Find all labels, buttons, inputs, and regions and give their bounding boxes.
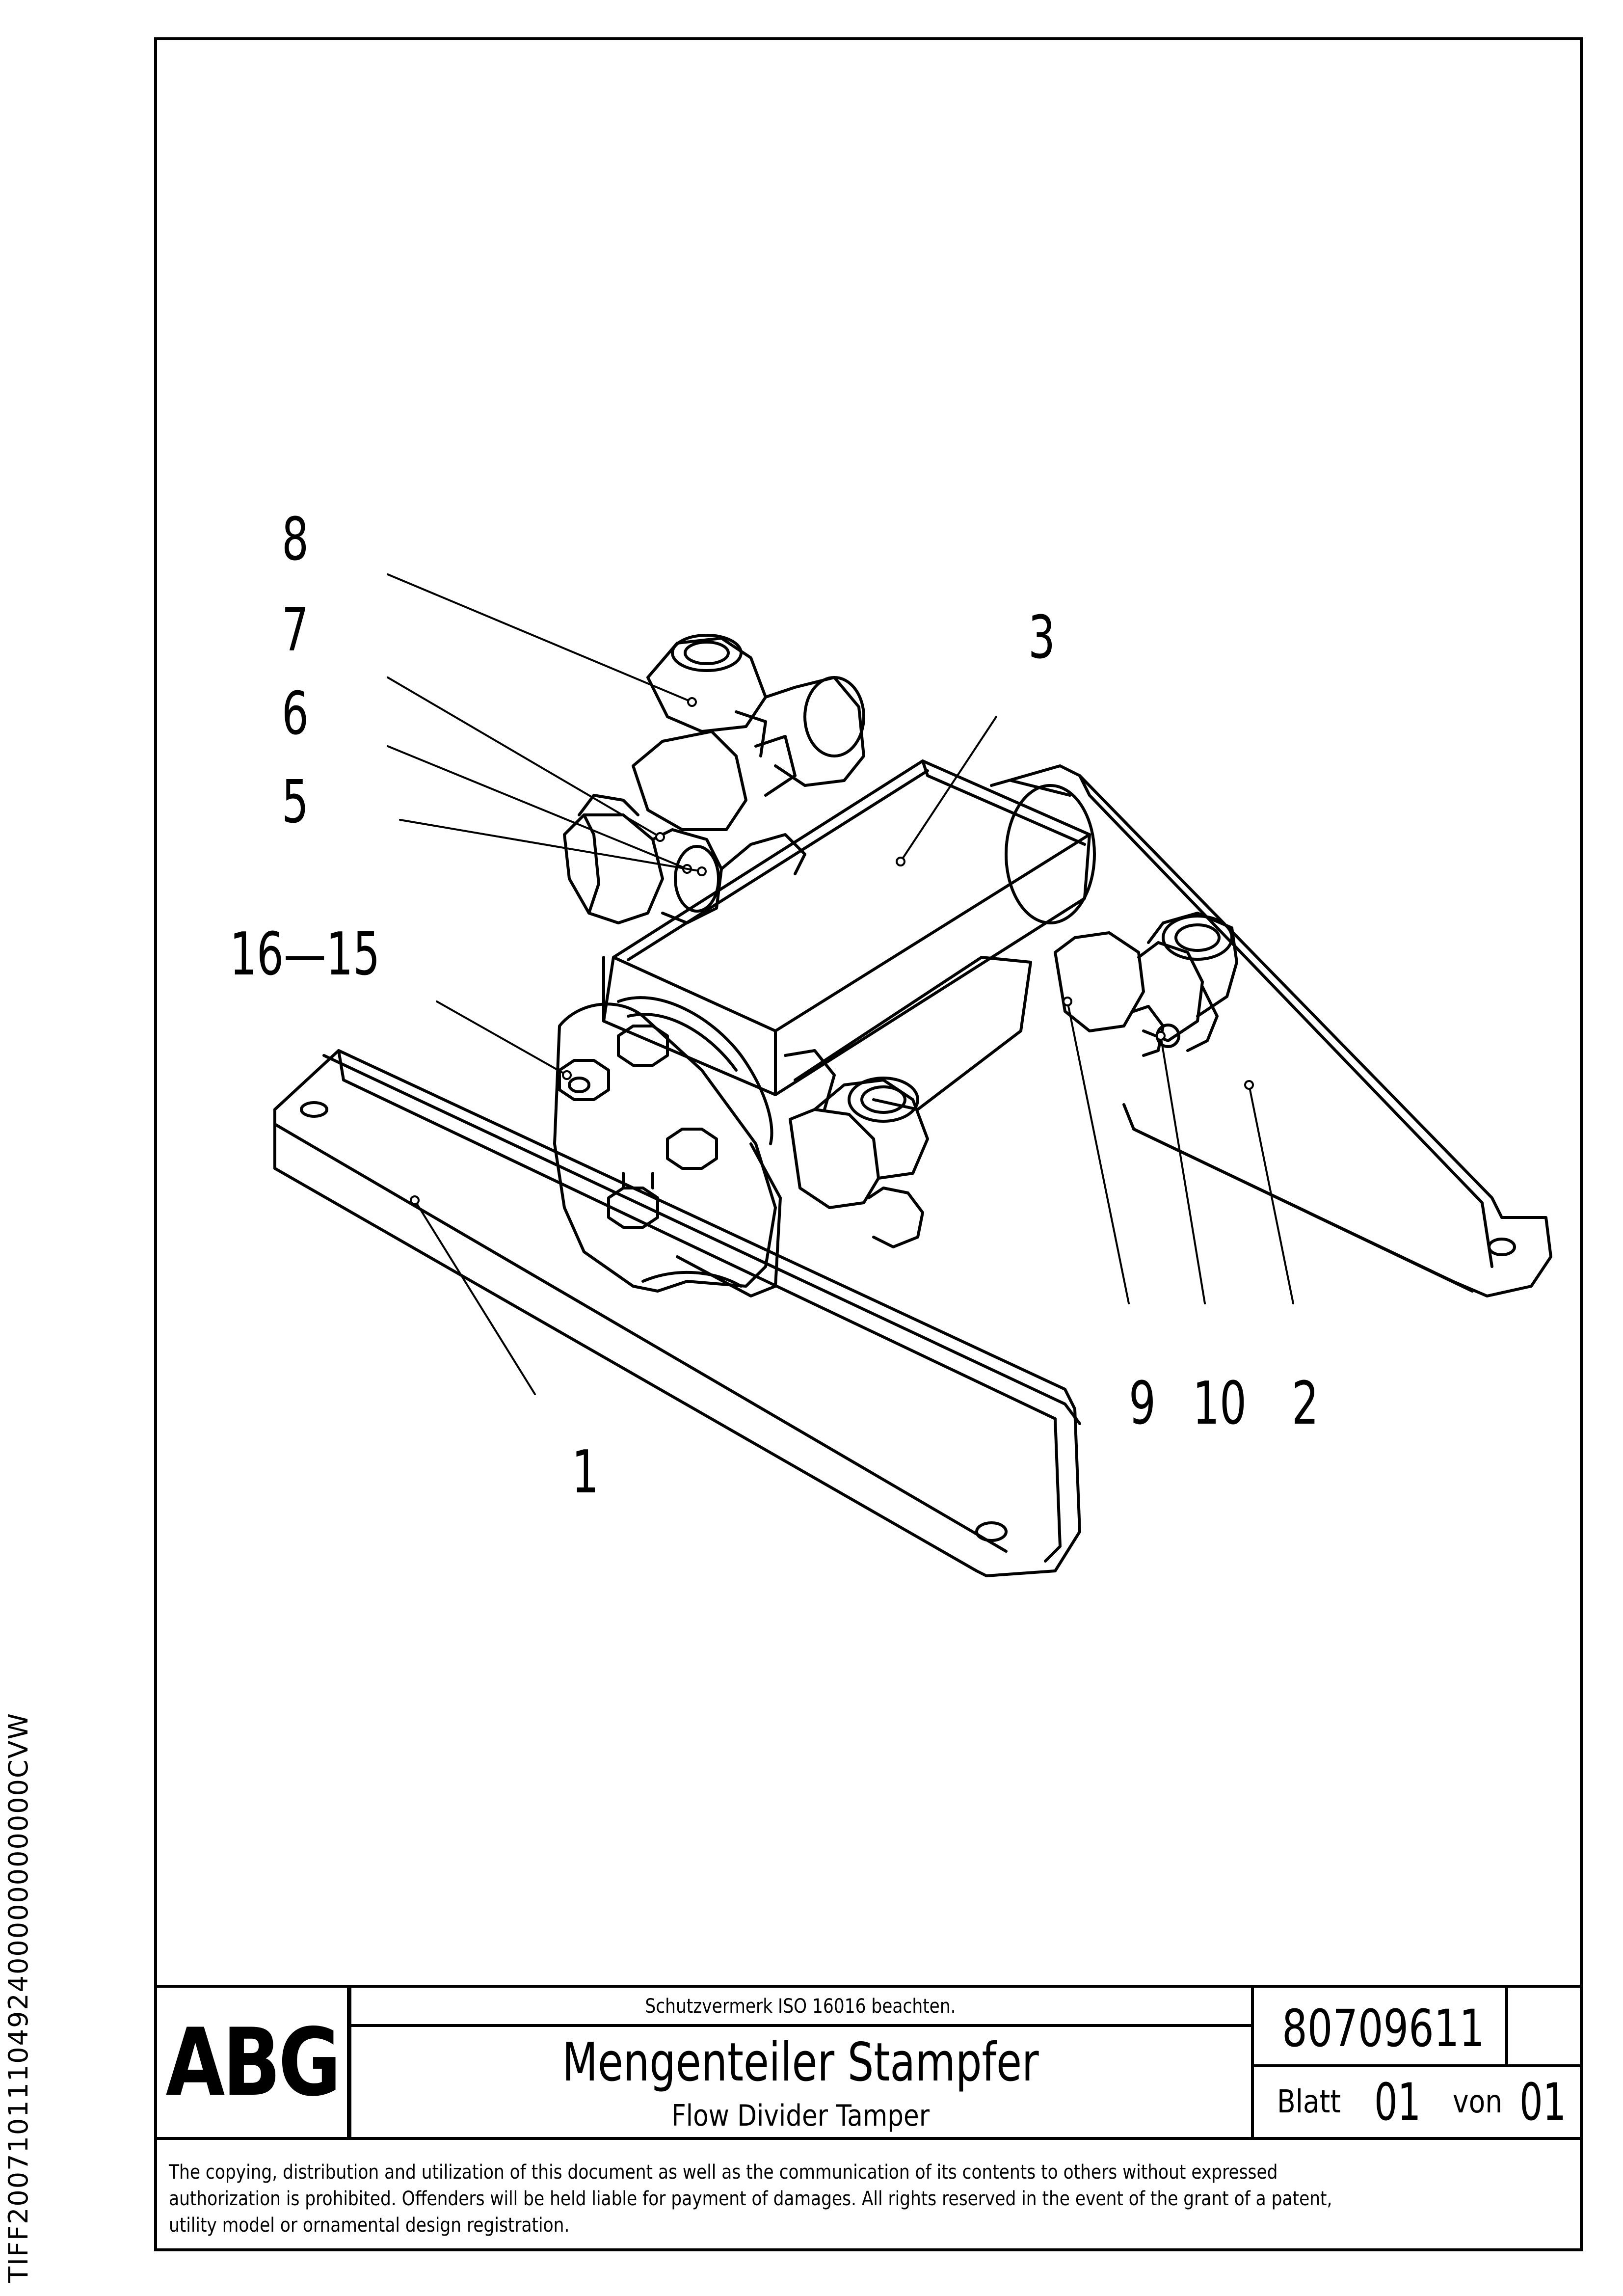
company-logo: ABG	[156, 1986, 351, 2138]
callout-2: 2	[1292, 1370, 1319, 1438]
document-number: 80709611	[1282, 1999, 1485, 2058]
callout-16-15: 16—15	[230, 920, 380, 989]
copyright-notice: The copying, distribution and utilizatio…	[169, 2161, 1332, 2237]
right-fittings	[1054, 912, 1238, 1057]
sheet-info: Blatt 01 von 01	[1254, 2068, 1578, 2136]
sheet-total: 01	[1519, 2072, 1567, 2132]
bracket-right	[990, 764, 1552, 1297]
bracket-left	[273, 1049, 1081, 1577]
logo-text: ABG	[165, 2008, 341, 2117]
of-label: von	[1453, 2084, 1503, 2120]
drawing-title-german: Mengenteiler Stampfer	[562, 2032, 1039, 2093]
flange-bolts	[558, 1025, 718, 1229]
callout-8: 8	[282, 506, 309, 574]
bottom-fittings	[784, 1049, 929, 1248]
callout-3: 3	[1028, 604, 1055, 672]
drawing-title-english: Flow Divider Tamper	[671, 2099, 930, 2133]
flow-divider-body	[602, 759, 1096, 1111]
leader-lines	[387, 573, 1294, 1395]
sheet-label: Blatt	[1277, 2084, 1341, 2120]
protection-notice: Schutzvermerk ISO 16016 beachten.	[645, 1995, 956, 2018]
callout-10: 10	[1193, 1370, 1247, 1438]
callout-9: 9	[1129, 1370, 1156, 1438]
callout-5: 5	[282, 768, 309, 837]
drawing-frame	[154, 37, 1583, 2251]
callout-7: 7	[282, 596, 309, 665]
callout-1: 1	[572, 1438, 599, 1507]
sheet-number: 01	[1374, 2072, 1421, 2132]
flange-plate	[553, 996, 777, 1293]
top-fittings	[563, 634, 865, 924]
callout-6: 6	[282, 680, 309, 748]
